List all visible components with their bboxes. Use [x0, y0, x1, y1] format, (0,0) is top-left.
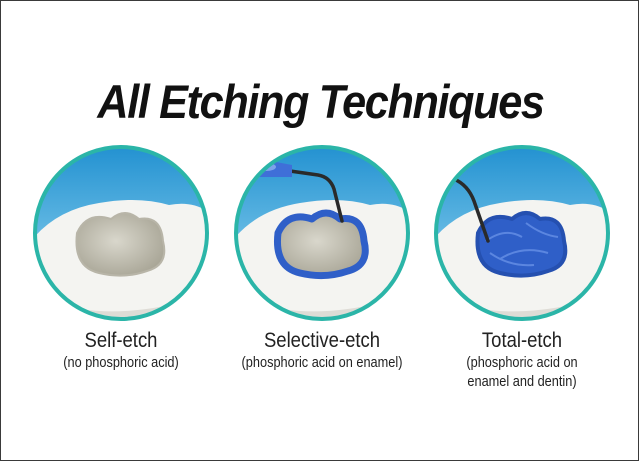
self-etch-illustration [29, 141, 213, 325]
panel-selective-etch: Selective-etch (phosphoric acid on ename… [222, 141, 422, 441]
selective-etch-illustration [230, 141, 414, 325]
figure-title: All Etching Techniques [27, 74, 615, 129]
panel-sublabel: (phosphoric acid on enamel) [229, 353, 416, 372]
panel-label: Total-etch [425, 329, 619, 353]
full-etchant [477, 213, 565, 276]
panel-sublabel: (phosphoric acid on enamel and dentin) [429, 353, 616, 391]
total-etch-illustration [430, 141, 614, 325]
panel-self-etch: Self-etch (no phosphoric acid) [21, 141, 221, 441]
panel-label: Self-etch [24, 329, 218, 353]
panel-sublabel: (no phosphoric acid) [28, 353, 215, 372]
panel-total-etch: Total-etch (phosphoric acid on enamel an… [422, 141, 622, 441]
cavity [76, 213, 164, 276]
panel-label: Selective-etch [225, 329, 419, 353]
